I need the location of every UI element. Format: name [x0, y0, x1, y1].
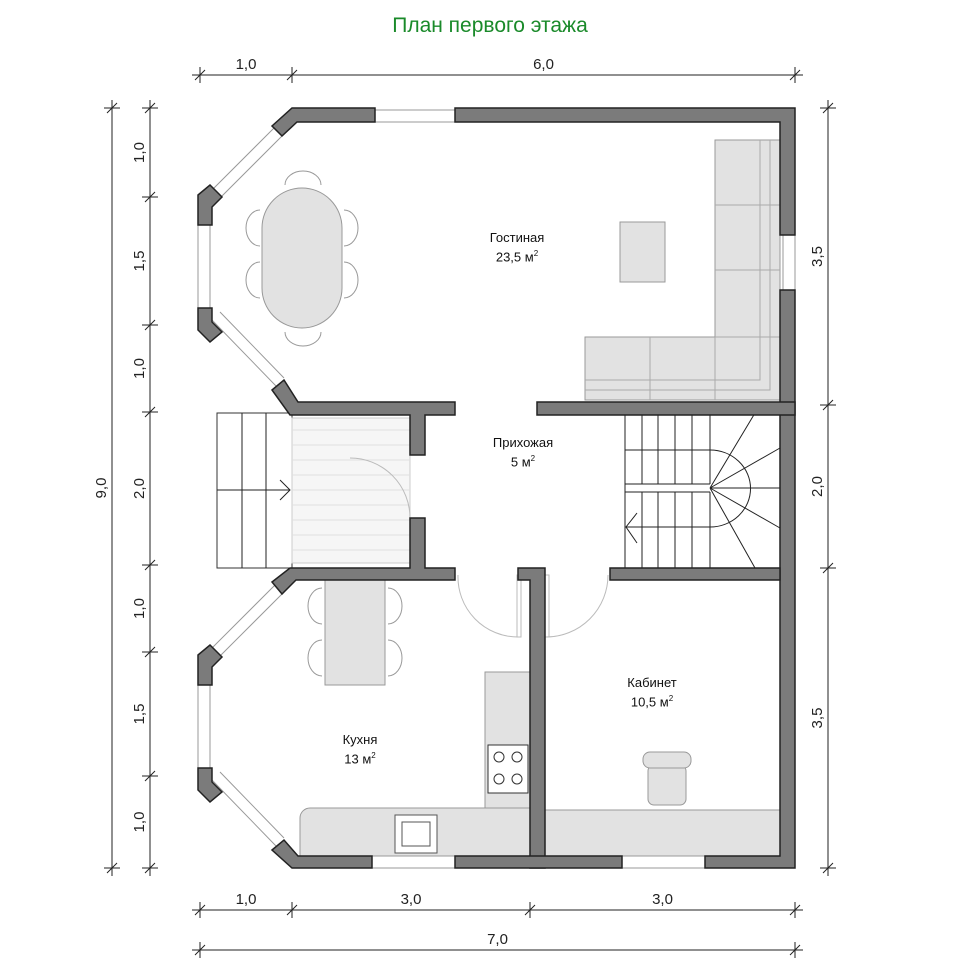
- desk: [544, 809, 781, 859]
- entrance-stairs: [216, 412, 411, 569]
- room-area: 13 м2: [344, 751, 376, 767]
- kitchen-table: [324, 579, 386, 686]
- office-chair: [647, 764, 687, 806]
- room-area: 5 м2: [510, 454, 536, 470]
- dining-chairs: [245, 170, 359, 347]
- dim-top-label: 1,0: [236, 56, 257, 73]
- room-name: Прихожая: [492, 435, 554, 450]
- dim-bottom-label: 1,0: [236, 891, 257, 908]
- coffee-table: [619, 221, 666, 283]
- dim-left-label: 2,0: [131, 478, 148, 499]
- dining-table: [261, 187, 343, 329]
- room-name: Кабинет: [627, 675, 677, 690]
- dim-bottom-label: 3,0: [401, 891, 422, 908]
- dim-left-label: 1,5: [131, 704, 148, 725]
- dim-left-label: 1,0: [131, 812, 148, 833]
- dim-bottom-label: 3,0: [652, 891, 673, 908]
- stove: [487, 744, 529, 794]
- room-label-office: Кабинет 10,5 м2: [627, 675, 676, 710]
- walls: [197, 107, 796, 869]
- dim-total-width-label: 7,0: [487, 931, 508, 948]
- dimension-lines: 1,0 6,0 1,0 3,0 3,0 7,0 1,0 1,5 1,0 2,0 1,0 1,5 1,0 9…: [93, 56, 836, 958]
- room-label-hallway: Прихожая 5 м2: [493, 435, 553, 470]
- plan-title: План первого этажа: [392, 14, 588, 37]
- dim-right-label: 2,0: [809, 476, 826, 497]
- windows: [197, 109, 796, 869]
- interior-staircase: [624, 412, 781, 569]
- room-label-living: Гостиная 23,5 м2: [490, 230, 545, 265]
- dim-left-label: 1,0: [131, 142, 148, 163]
- dim-left-label: 1,5: [131, 251, 148, 272]
- room-name: Гостиная: [489, 230, 545, 245]
- room-area: 23,5 м2: [495, 249, 539, 265]
- room-area: 10,5 м2: [630, 694, 674, 710]
- office-furniture: [544, 751, 781, 859]
- dim-right-label: 3,5: [809, 246, 826, 267]
- dim-left-label: 1,0: [131, 358, 148, 379]
- dim-left-label: 1,0: [131, 598, 148, 619]
- kitchen-furniture: [299, 579, 531, 859]
- dim-total-height-label: 9,0: [93, 478, 110, 499]
- dim-right-label: 3,5: [809, 708, 826, 729]
- living-room-furniture: [245, 139, 781, 401]
- dim-top-label: 6,0: [533, 56, 554, 73]
- room-label-kitchen: Кухня 13 м2: [343, 732, 378, 767]
- room-name: Кухня: [342, 732, 378, 747]
